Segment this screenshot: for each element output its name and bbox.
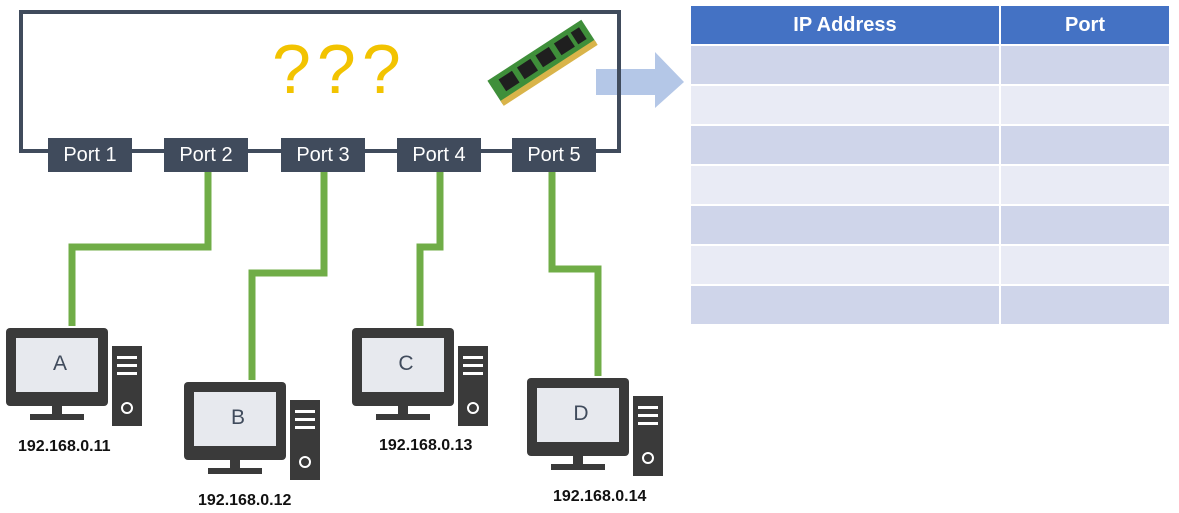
header-port: Port	[1001, 6, 1169, 44]
cell-port	[1001, 286, 1169, 324]
memory-chip-icon	[487, 19, 598, 106]
computer-label: B	[230, 406, 245, 429]
table-row	[691, 286, 1169, 324]
cable-port4-computer-c	[416, 172, 444, 326]
port-1: Port 1	[48, 138, 132, 172]
port-2: Port 2	[164, 138, 248, 172]
computer-label: C	[398, 352, 414, 375]
cell-ip	[691, 206, 999, 244]
question-marks: ???	[272, 30, 407, 108]
cell-port	[1001, 246, 1169, 284]
computer-icon	[527, 378, 663, 476]
ip-address-a: 192.168.0.11	[18, 438, 111, 455]
table-row	[691, 166, 1169, 204]
table-row	[691, 86, 1169, 124]
ip-address-c: 192.168.0.13	[379, 437, 473, 454]
cell-port	[1001, 46, 1169, 84]
computer-icon	[6, 328, 142, 426]
table-header-row: IP Address Port	[691, 6, 1169, 44]
computer-b: B	[184, 380, 324, 482]
cable-port3-computer-b	[248, 172, 328, 380]
cell-ip	[691, 166, 999, 204]
port-4: Port 4	[397, 138, 481, 172]
cell-ip	[691, 126, 999, 164]
port-3: Port 3	[281, 138, 365, 172]
computer-c: C	[352, 326, 492, 428]
cable-port2-computer-a	[68, 172, 212, 326]
computer-d: D	[527, 376, 667, 478]
cell-ip	[691, 86, 999, 124]
cell-port	[1001, 126, 1169, 164]
computer-label: A	[52, 352, 67, 375]
computer-icon	[184, 382, 320, 480]
computer-icon	[352, 328, 488, 426]
cell-ip	[691, 246, 999, 284]
cell-port	[1001, 166, 1169, 204]
table-row	[691, 246, 1169, 284]
computer-a: A	[6, 326, 146, 428]
cell-port	[1001, 206, 1169, 244]
ip-address-b: 192.168.0.12	[198, 492, 292, 509]
ip-address-d: 192.168.0.14	[553, 488, 647, 505]
cell-port	[1001, 86, 1169, 124]
cable-port5-computer-d	[548, 172, 602, 376]
computer-label: D	[573, 402, 589, 425]
ip-port-table: IP Address Port	[691, 6, 1169, 324]
table-row	[691, 206, 1169, 244]
cell-ip	[691, 286, 999, 324]
port-5: Port 5	[512, 138, 596, 172]
table-row	[691, 126, 1169, 164]
table-row	[691, 46, 1169, 84]
header-ip-address: IP Address	[691, 6, 999, 44]
cell-ip	[691, 46, 999, 84]
